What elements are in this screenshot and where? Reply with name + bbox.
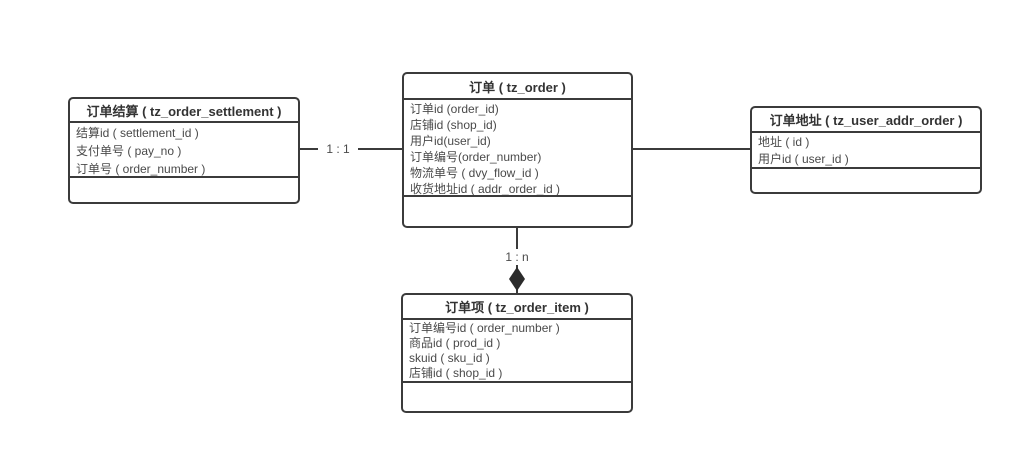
entity-order-item[interactable]: 订单项 ( tz_order_item ) 订单编号id ( order_num… — [401, 293, 633, 413]
entity-field: 用户id ( user_id ) — [758, 152, 849, 166]
entity-empty-compartment — [70, 178, 298, 202]
entity-field: 店铺id (shop_id) — [410, 118, 497, 132]
entity-field: 店铺id ( shop_id ) — [409, 366, 503, 380]
cardinality-label-1-n: 1 : n — [497, 249, 537, 265]
entity-field: 订单id (order_id) — [410, 102, 499, 116]
entity-field: 地址 ( id ) — [758, 135, 810, 149]
entity-title: 订单项 ( tz_order_item ) — [403, 295, 631, 320]
entity-field: 结算id ( settlement_id ) — [76, 126, 199, 140]
entity-order-settlement[interactable]: 订单结算 ( tz_order_settlement ) 结算id ( sett… — [68, 97, 300, 204]
diamond-arrowhead-icon — [509, 267, 525, 291]
entity-title: 订单结算 ( tz_order_settlement ) — [70, 99, 298, 123]
entity-title: 订单 ( tz_order ) — [404, 74, 631, 100]
entity-field: 订单编号(order_number) — [410, 150, 542, 164]
entity-title: 订单地址 ( tz_user_addr_order ) — [752, 108, 980, 133]
entity-field: 订单编号id ( order_number ) — [409, 321, 560, 335]
entity-field: 支付单号 ( pay_no ) — [76, 144, 182, 158]
entity-field: skuid ( sku_id ) — [409, 351, 490, 365]
entity-user-addr-order[interactable]: 订单地址 ( tz_user_addr_order ) 地址 ( id ) 用户… — [750, 106, 982, 194]
entity-field: 收货地址id ( addr_order_id ) — [410, 182, 561, 196]
entity-field: 订单号 ( order_number ) — [76, 162, 206, 176]
entity-field: 物流单号 ( dvy_flow_id ) — [410, 166, 539, 180]
entity-empty-compartment — [752, 169, 980, 192]
connector-order-addr — [633, 148, 750, 150]
entity-empty-compartment — [403, 383, 631, 411]
entity-order[interactable]: 订单 ( tz_order ) 订单id (order_id) 店铺id (sh… — [402, 72, 633, 228]
entity-field-list: 订单id (order_id) 店铺id (shop_id) 用户id(user… — [404, 100, 631, 197]
entity-field-list: 订单编号id ( order_number ) 商品id ( prod_id )… — [403, 320, 631, 383]
entity-field: 用户id(user_id) — [410, 134, 491, 148]
entity-field-list: 结算id ( settlement_id ) 支付单号 ( pay_no ) 订… — [70, 123, 298, 178]
entity-field-list: 地址 ( id ) 用户id ( user_id ) — [752, 133, 980, 169]
entity-field: 商品id ( prod_id ) — [409, 336, 501, 350]
cardinality-label-1-1: 1 : 1 — [318, 141, 358, 157]
entity-empty-compartment — [404, 197, 631, 226]
